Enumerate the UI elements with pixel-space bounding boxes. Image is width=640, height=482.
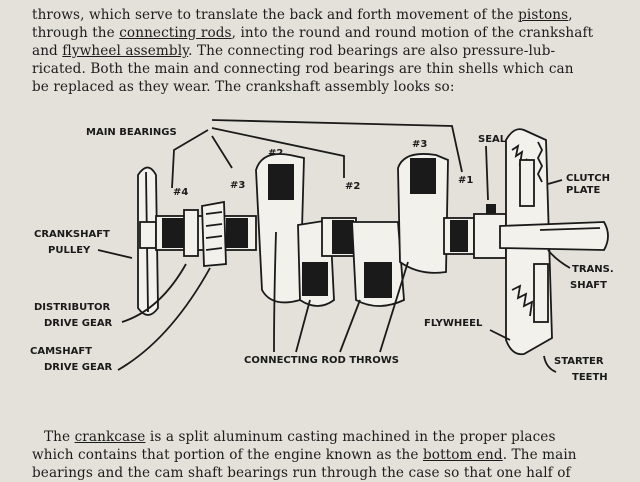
top-line-2: through the connecting rods, into the ro… <box>32 24 638 42</box>
bottom-line-3-segment-1: bearings and the cam shaft bearings run … <box>32 465 571 481</box>
top-line-1-segment-3: , <box>568 7 573 23</box>
top-line-5-segment-1: be replaced as they wear. The crankshaft… <box>32 79 455 95</box>
label-trans-shaft-2: SHAFT <box>570 280 607 291</box>
bottom-line-3: bearings and the cam shaft bearings run … <box>32 464 638 482</box>
throw-number-3: #3 <box>412 139 427 150</box>
top-line-3-segment-2: flywheel assembly <box>62 43 189 59</box>
top-line-4-segment-1: ricated. Both the main and connecting ro… <box>32 61 574 77</box>
bottom-line-1-segment-2: crankcase <box>74 429 146 445</box>
label-clutch-plate-1: CLUTCH <box>566 173 610 184</box>
label-seal: SEAL <box>478 134 507 145</box>
top-line-1-segment-1: throws, which serve to translate the bac… <box>32 7 519 23</box>
bottom-line-2-segment-2: bottom end <box>422 447 503 463</box>
main-bearing-number-2: #2 <box>345 181 360 192</box>
label-clutch-plate-2: PLATE <box>566 185 600 196</box>
top-line-3-segment-1: and <box>32 43 63 59</box>
label-trans-shaft-1: TRANS. <box>572 264 614 275</box>
label-starter-teeth-1: STARTER <box>554 356 604 367</box>
crank-throws-drawing <box>255 153 475 307</box>
leader-lines <box>97 119 571 373</box>
top-line-1: throws, which serve to translate the bac… <box>32 6 638 24</box>
main-bearing-number-3: #3 <box>230 180 245 191</box>
label-flywheel: FLYWHEEL <box>424 318 483 329</box>
bottom-line-2-segment-1: which contains that portion of the engin… <box>32 447 423 463</box>
main-bearing-number-4: #4 <box>173 187 188 198</box>
throw-number-1: #1 <box>458 175 473 186</box>
label-distributor-drive-gear-1: DISTRIBUTOR <box>34 302 111 313</box>
bottom-line-2-segment-3: . The main <box>502 447 577 463</box>
top-line-2-segment-3: , into the round and round motion of the… <box>231 25 594 41</box>
top-line-2-segment-1: through the <box>32 25 120 41</box>
top-line-4: ricated. Both the main and connecting ro… <box>32 60 638 78</box>
crankshaft-left-drawing <box>155 200 257 267</box>
label-main-bearings: MAIN BEARINGS <box>86 127 177 138</box>
label-crankshaft-pulley-1: CRANKSHAFT <box>34 229 110 240</box>
top-line-3-segment-3: . The connecting rod bearings are also p… <box>188 43 556 59</box>
bottom-line-1: The crankcase is a split aluminum castin… <box>44 428 640 446</box>
bottom-line-2: which contains that portion of the engin… <box>32 446 638 464</box>
bottom-line-1-segment-1: The <box>44 429 75 445</box>
top-line-5: be replaced as they wear. The crankshaft… <box>32 78 638 96</box>
top-line-1-segment-2: pistons <box>518 7 569 23</box>
top-line-3: and flywheel assembly. The connecting ro… <box>32 42 638 60</box>
label-starter-teeth-2: TEETH <box>572 372 608 383</box>
trans-shaft-drawing <box>499 221 609 251</box>
top-line-2-segment-2: connecting rods <box>119 25 232 41</box>
label-distributor-drive-gear-2: DRIVE GEAR <box>44 318 113 329</box>
label-connecting-rod-throws: CONNECTING ROD THROWS <box>244 355 399 366</box>
bottom-line-1-segment-3: is a split aluminum casting machined in … <box>145 429 556 445</box>
label-crankshaft-pulley-2: PULLEY <box>48 245 91 256</box>
label-camshaft-drive-gear-1: CAMSHAFT <box>30 346 92 357</box>
label-camshaft-drive-gear-2: DRIVE GEAR <box>44 362 113 373</box>
crankshaft-pulley-drawing <box>137 166 159 316</box>
